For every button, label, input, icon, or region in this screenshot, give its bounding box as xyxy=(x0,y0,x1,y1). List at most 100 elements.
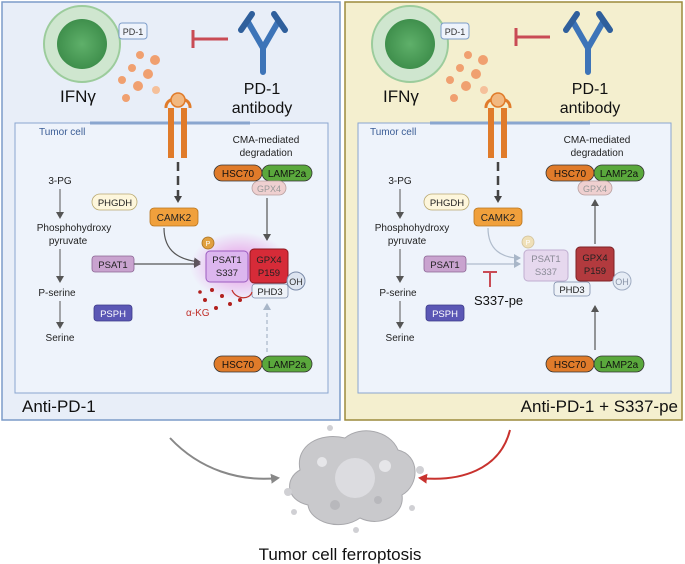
left-psat1-s337 xyxy=(205,250,249,283)
left-lamp2a-top-label: LAMP2a xyxy=(268,169,307,180)
right-receptor-icon xyxy=(484,92,512,158)
right-pd1-tag xyxy=(440,22,470,40)
left-akg-label: α-KG xyxy=(186,308,210,319)
left-phospho-1: Phosphohydroxy xyxy=(37,223,112,234)
right-camk2 xyxy=(473,207,523,227)
left-phd3 xyxy=(251,283,289,299)
right-pserine: P-serine xyxy=(379,288,417,299)
left-lamp2a-top xyxy=(261,164,313,182)
left-phd3-label: PHD3 xyxy=(257,287,282,298)
left-phospho-2: pyruvate xyxy=(49,236,88,247)
right-lamp2a-top-label: LAMP2a xyxy=(600,169,639,180)
right-phgdh xyxy=(423,193,470,211)
right-psat1-s337-2: S337 xyxy=(535,267,557,278)
left-phgdh-label: PHGDH xyxy=(98,198,132,209)
left-antibody-label-1: PD-1 xyxy=(244,81,281,98)
right-inhibit-arrow xyxy=(514,28,550,46)
ferroptosis-label: Tumor cell ferroptosis xyxy=(259,545,422,564)
left-oh xyxy=(286,271,306,291)
left-camk2-label: CAMK2 xyxy=(157,213,192,224)
left-gpx4-p159 xyxy=(249,248,289,284)
right-t-cell xyxy=(371,5,449,83)
left-oh-label: OH xyxy=(289,277,303,287)
right-psat1-label: PSAT1 xyxy=(430,260,459,271)
left-camk2 xyxy=(149,207,199,227)
right-gpx4-p159 xyxy=(575,246,615,282)
right-cma-label-2: degradation xyxy=(571,148,624,159)
right-cma-label-1: CMA-mediated xyxy=(564,135,631,146)
left-cma-label-2: degradation xyxy=(240,148,293,159)
left-pd1-tag-label: PD-1 xyxy=(123,27,144,37)
right-oh xyxy=(612,271,632,291)
left-phgdh xyxy=(91,193,138,211)
right-phd3 xyxy=(553,281,591,297)
right-panel: PD-1 IFNγ PD-1 antibody Tumor cell xyxy=(344,1,683,421)
left-antibody-label-2: antibody xyxy=(232,100,293,117)
right-camk2-arrow xyxy=(487,227,521,262)
right-psat1-s337-1: PSAT1 xyxy=(531,254,560,265)
right-antibody-icon xyxy=(563,11,613,75)
right-ifn-label: IFNγ xyxy=(383,87,419,106)
left-inhibit-arrow xyxy=(191,30,228,48)
left-psat1-s337-2: S337 xyxy=(216,268,238,279)
right-outcome-arrow xyxy=(418,429,511,484)
left-gpx4-degraded-label: GPX4 xyxy=(257,184,281,194)
right-phgdh-label: PHGDH xyxy=(430,198,464,209)
left-akg-arc xyxy=(231,289,253,299)
left-pserine: P-serine xyxy=(38,288,76,299)
left-pd1-tag xyxy=(118,22,148,40)
left-receptor-icon xyxy=(164,92,192,158)
left-lamp2a-bottom xyxy=(261,355,313,373)
left-akg-dots xyxy=(198,288,242,310)
right-hsc70-bottom-label: HSC70 xyxy=(554,360,587,371)
right-lamp2a-bottom-label: LAMP2a xyxy=(600,360,639,371)
left-hsc70-top-label: HSC70 xyxy=(222,169,255,180)
left-serine: Serine xyxy=(46,333,75,344)
left-t-cell xyxy=(43,5,121,83)
right-antibody-label-1: PD-1 xyxy=(572,81,609,98)
left-panel: PD-1 IFNγ PD-1 antibody xyxy=(1,1,341,421)
right-panel-label: Anti-PD-1 + S337-pe xyxy=(521,397,678,416)
left-antibody-icon xyxy=(238,11,288,75)
left-gpx4-degraded xyxy=(251,180,287,196)
right-gpx4-p159-2: P159 xyxy=(584,266,606,277)
right-lamp2a-top xyxy=(593,164,645,182)
right-hsc70-top-label: HSC70 xyxy=(554,169,587,180)
right-camk2-label: CAMK2 xyxy=(481,213,516,224)
right-gpx4-degraded xyxy=(577,180,613,196)
ferroptotic-cell-icon xyxy=(284,425,424,533)
right-serine: Serine xyxy=(386,333,415,344)
left-outcome-arrow xyxy=(169,437,280,484)
left-psat1-s337-1: PSAT1 xyxy=(212,255,241,266)
right-gpx4-degraded-label: GPX4 xyxy=(583,184,607,194)
right-lamp2a-bottom xyxy=(593,355,645,373)
right-tumor-cell-label: Tumor cell xyxy=(370,127,416,138)
right-phospho-1: Phosphohydroxy xyxy=(375,223,450,234)
left-lamp2a-bottom-label: LAMP2a xyxy=(268,360,307,371)
left-cma-label-1: CMA-mediated xyxy=(233,135,300,146)
right-gpx4-p159-1: GPX4 xyxy=(582,253,607,264)
left-3pg: 3-PG xyxy=(48,176,72,187)
right-3pg: 3-PG xyxy=(388,176,412,187)
right-phospho-2: pyruvate xyxy=(388,236,427,247)
right-phd3-label: PHD3 xyxy=(559,285,584,296)
right-psat1-s337 xyxy=(523,249,569,282)
right-psph xyxy=(425,304,465,322)
left-gpx4-p159-1: GPX4 xyxy=(256,255,281,266)
left-tumor-cell-label: Tumor cell xyxy=(39,127,85,138)
right-phospho-dot xyxy=(521,235,535,249)
right-ifn-dots xyxy=(446,51,488,102)
right-psph-label: PSPH xyxy=(432,309,458,320)
right-s337pe-label: S337-pe xyxy=(474,293,523,308)
left-psph xyxy=(93,304,133,322)
left-hsc70-bottom-label: HSC70 xyxy=(222,360,255,371)
left-ifn-dots xyxy=(118,51,160,102)
left-phospho-dot-label: P xyxy=(206,241,211,248)
left-ifn-label: IFNγ xyxy=(60,87,96,106)
left-phospho-dot xyxy=(201,236,215,250)
right-antibody-label-2: antibody xyxy=(560,100,621,117)
left-gpx4-p159-2: P159 xyxy=(258,268,280,279)
right-oh-label: OH xyxy=(615,277,629,287)
right-pd1-tag-label: PD-1 xyxy=(445,27,466,37)
